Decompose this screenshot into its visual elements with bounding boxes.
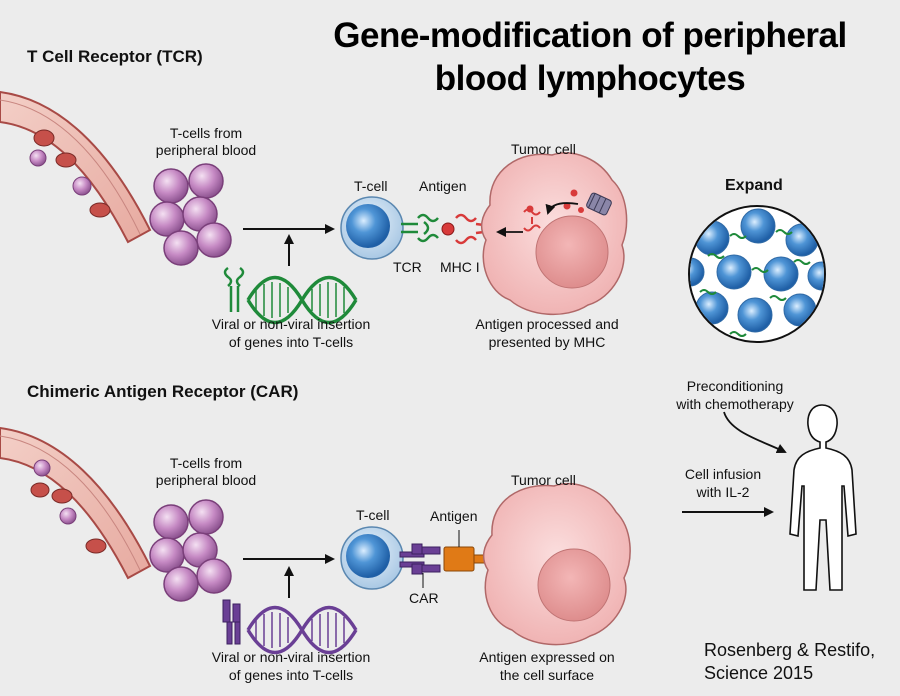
car-antigen-label: Antigen: [430, 508, 478, 524]
tcr-tcells-line-1: T-cells from: [169, 125, 243, 141]
car-receptor-icon: [222, 599, 241, 645]
lymphocyte-cluster-icon: [149, 163, 232, 266]
tcr-caption-line-1: Antigen processed and: [475, 316, 619, 332]
car-section-heading: Chimeric Antigen Receptor (CAR): [27, 382, 299, 401]
citation-line-1: Rosenberg & Restifo,: [704, 640, 876, 660]
expand-label: Expand: [725, 177, 783, 194]
car-insertion-caption: Viral or non-viral insertion of genes in…: [196, 648, 386, 684]
title-line-1: Gene-modification of peripheral: [333, 16, 847, 55]
tcr-receptor-label: TCR: [393, 259, 422, 275]
human-silhouette-icon: [789, 404, 857, 591]
car-tumor-label: Tumor cell: [511, 472, 576, 488]
infusion-line-2: with IL-2: [696, 484, 750, 500]
preconditioning-label: Preconditioning with chemotherapy: [660, 377, 810, 413]
car-tcells-line-2: peripheral blood: [155, 472, 257, 488]
dna-helix-icon: [246, 275, 358, 325]
title-line-2: blood lymphocytes: [434, 59, 746, 98]
tcr-tcell-label: T-cell: [354, 178, 388, 194]
tumor-cell-icon: [482, 483, 631, 646]
car-tcell-label: T-cell: [356, 507, 390, 523]
citation: Rosenberg & Restifo, Science 2015: [704, 639, 875, 685]
tcr-antigen-caption: Antigen processed and presented by MHC: [462, 315, 632, 351]
tcr-receptor-icon: [223, 266, 245, 312]
mhc-label: MHC I: [440, 259, 480, 275]
tcr-section-heading: T Cell Receptor (TCR): [27, 47, 203, 66]
car-insertion-line-1: Viral or non-viral insertion: [211, 649, 371, 665]
tcr-insertion-caption: Viral or non-viral insertion of genes in…: [196, 315, 386, 351]
infusion-line-1: Cell infusion: [684, 466, 762, 482]
tcr-on-cell-icon: [401, 213, 439, 243]
antigen-icon: [443, 530, 489, 572]
tumor-cell-icon: [480, 152, 628, 316]
car-tcells-label: T-cells from peripheral blood: [146, 455, 266, 489]
car-on-cell-icon: [399, 543, 441, 575]
citation-line-2: Science 2015: [704, 663, 814, 683]
car-insertion-line-2: of genes into T-cells: [228, 667, 354, 683]
infusion-label: Cell infusion with IL-2: [668, 465, 778, 501]
car-receptor-label: CAR: [409, 590, 439, 606]
lymphocyte-cluster-icon: [149, 499, 232, 602]
tcr-tcells-label: T-cells from peripheral blood: [146, 125, 266, 159]
precond-line-1: Preconditioning: [686, 378, 784, 394]
tcr-tumor-label: Tumor cell: [511, 141, 576, 157]
car-caption-line-1: Antigen expressed on: [479, 649, 615, 665]
car-tcells-line-1: T-cells from: [169, 455, 243, 471]
tcr-antigen-label: Antigen: [419, 178, 467, 194]
antigen-peptide-icon: [441, 222, 455, 236]
page-title: Gene-modification of peripheral blood ly…: [320, 14, 860, 100]
expanded-cells-icon: [688, 205, 826, 343]
tcell-icon: [340, 526, 404, 590]
tcr-insertion-line-2: of genes into T-cells: [228, 334, 354, 350]
dna-helix-icon: [246, 605, 358, 655]
proteasome-icon: [563, 189, 612, 216]
tcr-tcells-line-2: peripheral blood: [155, 142, 257, 158]
tcr-insertion-line-1: Viral or non-viral insertion: [211, 316, 371, 332]
precond-line-2: with chemotherapy: [676, 396, 794, 412]
tcell-icon: [340, 196, 404, 260]
car-antigen-caption: Antigen expressed on the cell surface: [462, 648, 632, 684]
tcr-caption-line-2: presented by MHC: [488, 334, 606, 350]
blood-vessel-icon: [0, 90, 152, 244]
blood-vessel-icon: [0, 426, 152, 580]
car-caption-line-2: the cell surface: [499, 667, 595, 683]
arrow-icon: [723, 411, 787, 454]
